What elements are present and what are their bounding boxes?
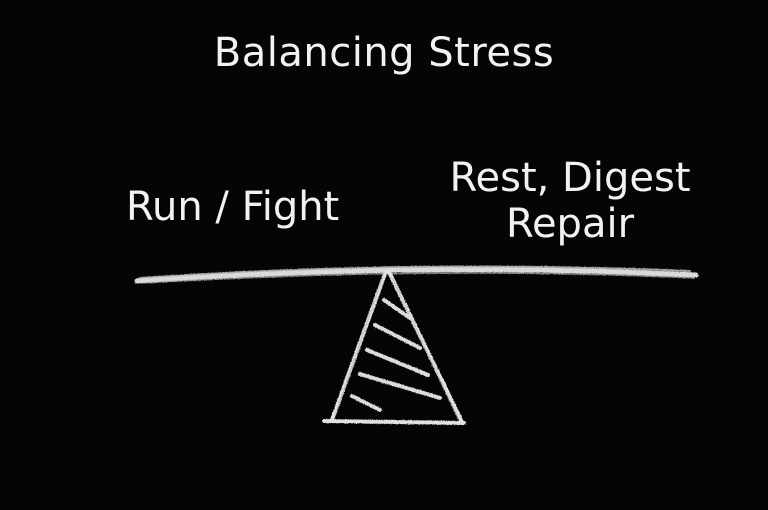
left-side-label: Run / Fight <box>126 184 340 230</box>
right-label-line-2: Repair <box>505 201 635 247</box>
balance-beam <box>134 265 699 284</box>
right-label-line-1: Rest, Digest <box>449 155 691 201</box>
diagram-title: Balancing Stress <box>213 30 555 76</box>
fulcrum-triangle <box>322 269 466 425</box>
right-side-label: Rest, Digest Repair <box>430 155 710 247</box>
fulcrum-hatching <box>350 298 442 412</box>
